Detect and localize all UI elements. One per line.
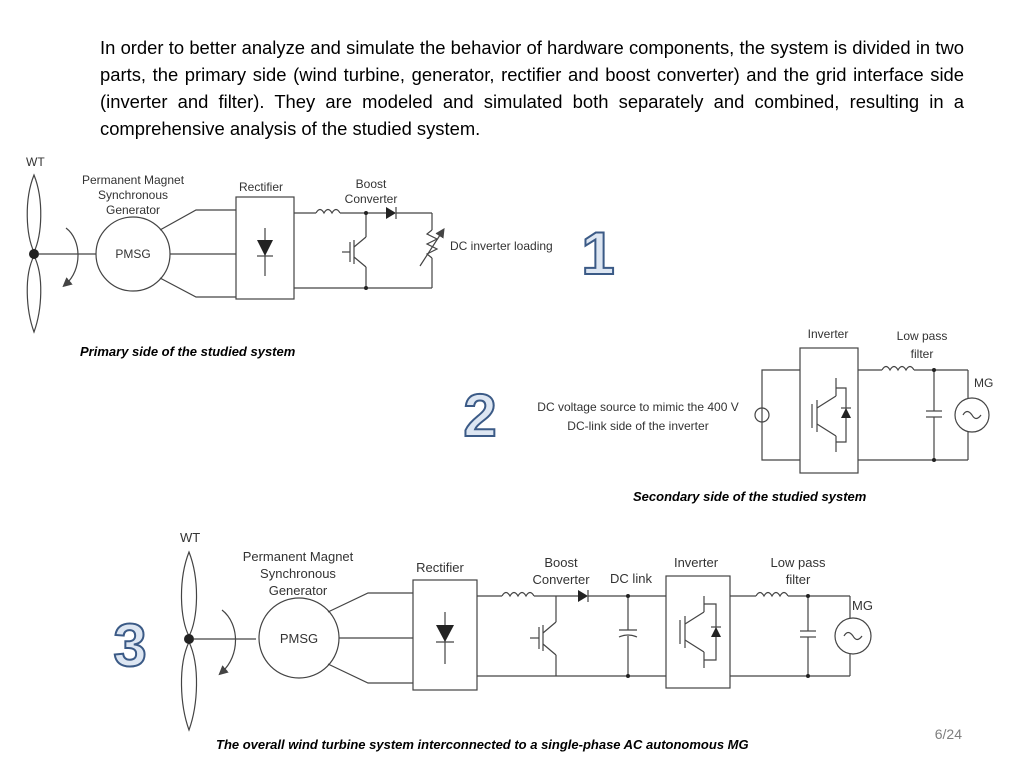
d3-mg-label: MG [852,598,873,613]
d1-inductor-icon [315,208,341,215]
d1-transistor-icon [342,236,367,268]
d2-inverter-label: Inverter [808,327,849,341]
d1-rectifier-box [235,196,295,300]
d1-pmsg-title-1: Permanent Magnet [82,173,185,187]
d3-transistor-icon [530,621,557,656]
diagram-3-overall-system: WT 3 Permanent Magnet Synchronous Genera… [112,530,873,732]
d1-pmsg-title-2: Synchronous [98,188,168,202]
d1-pmsg-title-3: Generator [106,203,160,217]
d3-number-badge: 3 [113,612,146,679]
d2-inductor-icon [881,365,915,372]
d1-boost-label-1: Boost [356,177,387,191]
d2-filter-label-1: Low pass [897,329,948,343]
d3-diode-icon [436,612,454,664]
d3-rectifier-box [412,579,478,691]
d1-boost-diode-icon [386,207,397,219]
d3-inverter-label: Inverter [674,555,719,570]
d2-igbt-icon [811,378,851,452]
d3-ac-source-icon [834,617,872,655]
d2-source-text-2: DC-link side of the inverter [567,419,708,433]
d1-number-badge: 1 [581,220,614,287]
page-number: 6/24 [934,726,962,742]
diagram-2-secondary-side: 2 DC voltage source to mimic the 400 V D… [462,327,993,474]
d1-rectifier-label: Rectifier [239,180,283,194]
caption-primary-side: Primary side of the studied system [80,344,296,359]
d2-filter-label-2: filter [911,347,934,361]
d3-wind-turbine-icon [180,550,256,732]
d1-variable-resistor-icon [425,229,439,259]
d1-pmsg-label: PMSG [115,247,150,261]
d3-pmsg-label: PMSG [280,631,318,646]
d3-dclink-label: DC link [610,571,652,586]
caption-overall-system: The overall wind turbine system intercon… [216,737,749,752]
d3-rectifier-label: Rectifier [416,560,464,575]
diagram-1-primary-side: WT Permanent Magnet Synchronous Generato… [26,155,616,334]
d3-igbt-icon [679,596,721,668]
d1-load-label: DC inverter loading [450,239,553,253]
d3-dclink-capacitor-icon [618,594,638,678]
d2-number-badge: 2 [463,382,496,449]
d1-wt-label: WT [26,155,45,169]
d3-boost-label-2: Converter [532,572,590,587]
d3-filter-label-1: Low pass [771,555,826,570]
d3-pmsg-title-1: Permanent Magnet [243,549,354,564]
d3-boost-diode-icon [578,590,589,602]
caption-secondary-side: Secondary side of the studied system [633,489,867,504]
d2-ac-source-icon [954,397,990,433]
d3-boost-label-1: Boost [544,555,578,570]
d1-diode-icon [257,228,273,276]
d1-boost-label-2: Converter [345,192,398,206]
d3-pmsg-title-2: Synchronous [260,566,336,581]
d3-filter-label-2: filter [786,572,811,587]
d2-inverter-box [799,347,859,474]
d3-filter-capacitor-icon [800,594,816,678]
d2-mg-label: MG [974,376,993,390]
d1-wind-turbine-icon [26,173,96,334]
d3-inductor-2-icon [755,591,789,598]
d2-source-text-1: DC voltage source to mimic the 400 V [537,400,738,414]
d3-inverter-box [665,575,731,689]
d3-pmsg-title-3: Generator [269,583,328,598]
d3-wt-label: WT [180,530,200,545]
d2-dc-source-icon [754,407,770,423]
d3-inductor-1-icon [501,591,535,598]
d2-capacitor-icon [926,368,942,462]
intro-paragraph: In order to better analyze and simulate … [100,37,964,139]
